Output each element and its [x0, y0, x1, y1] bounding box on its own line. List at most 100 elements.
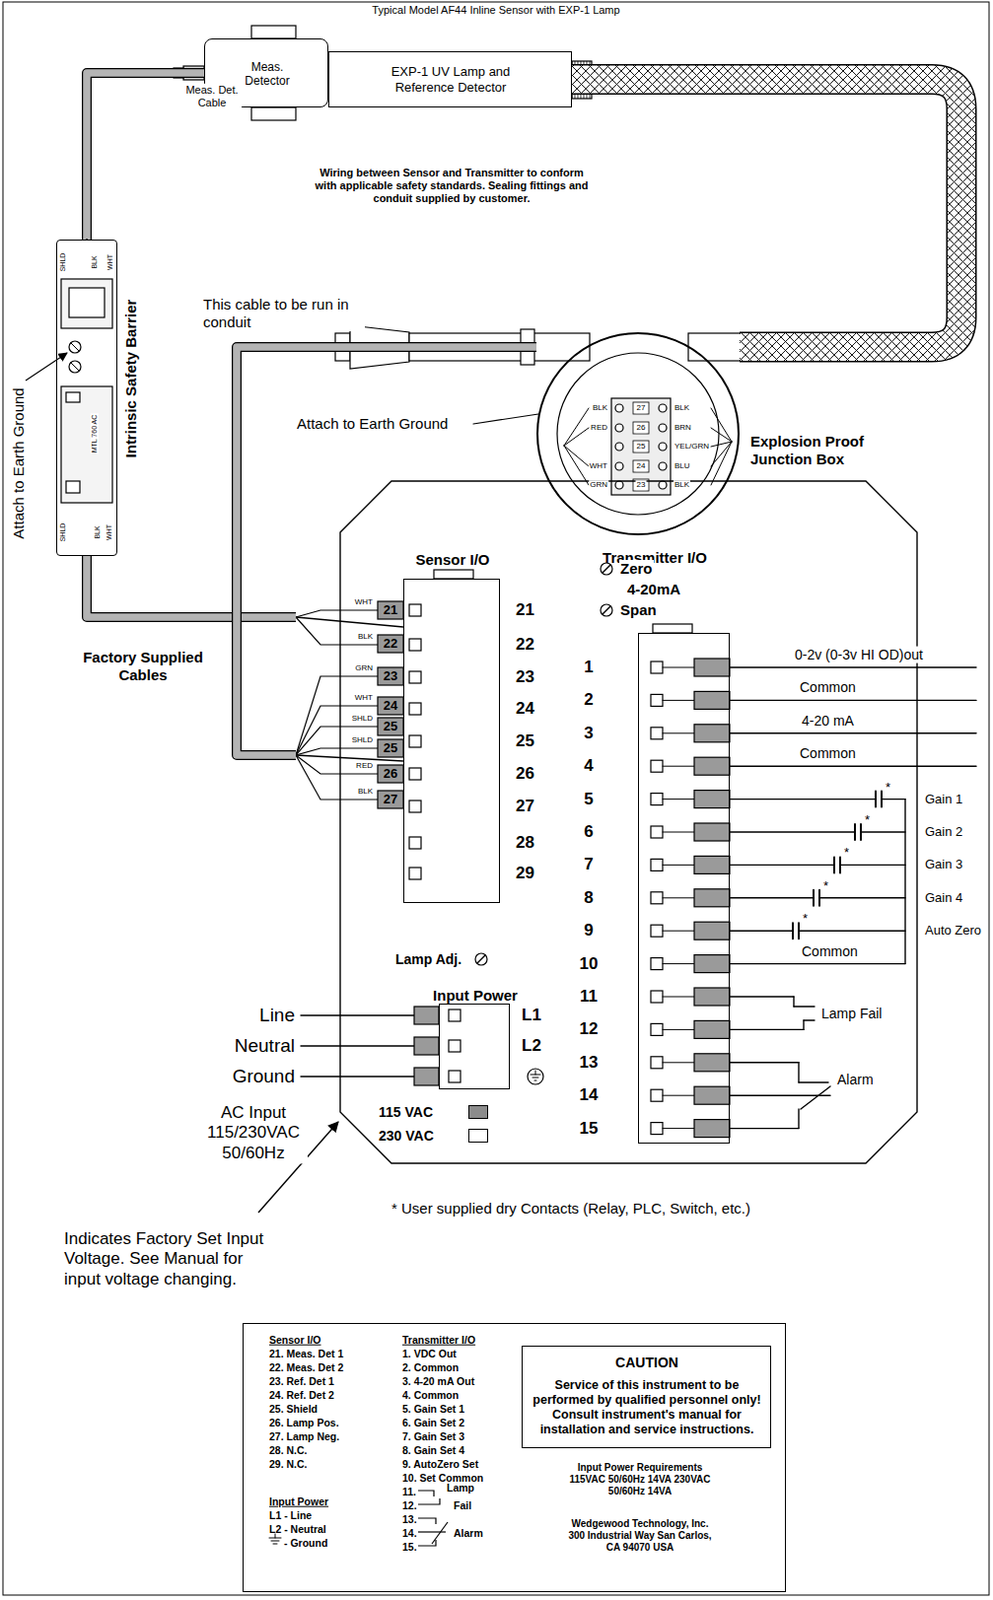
label: Neutral	[233, 1035, 296, 1059]
node-text: 2. Common	[401, 1361, 460, 1375]
signal-wire	[729, 864, 835, 866]
signal-wire	[840, 864, 906, 866]
node-text: 5. Gain Set 1	[401, 1403, 466, 1417]
label: 25	[636, 441, 647, 452]
label: Indicates Factory Set Input Voltage. See…	[63, 1229, 276, 1290]
pin-socket	[650, 892, 663, 905]
label: 4-20mA	[626, 580, 682, 599]
pin	[662, 700, 695, 702]
label: 14	[578, 1085, 600, 1106]
terminal	[694, 658, 730, 677]
label: Gain 2	[923, 824, 964, 841]
terminal	[694, 955, 730, 974]
label: WHT	[354, 597, 374, 608]
pin	[662, 798, 695, 800]
label: Lamp Adj.	[394, 951, 463, 969]
label: 23	[636, 480, 647, 491]
terminal-screw	[615, 424, 624, 432]
label: 23	[514, 667, 536, 688]
pin	[662, 766, 695, 768]
label: Wiring between Sensor and Transmitter to…	[308, 166, 595, 207]
label: 25	[382, 718, 399, 735]
label: 0-2v (0-3v HI OD)out	[793, 646, 924, 664]
node-text: 28. N.C.	[268, 1444, 309, 1458]
node-text: 25. Shield	[268, 1403, 319, 1417]
pin-socket	[448, 1070, 461, 1083]
terminal	[694, 1020, 730, 1039]
ground-symbol	[273, 1544, 278, 1546]
junction-box: Explosion Proof Junction Box	[536, 332, 740, 536]
terminal	[377, 739, 404, 758]
relay-contact	[798, 1081, 829, 1083]
terminal	[414, 1006, 439, 1025]
label: WHT	[106, 253, 115, 272]
pin-socket	[409, 735, 422, 748]
terminal	[694, 889, 730, 908]
power-wire	[300, 1075, 415, 1077]
terminal	[694, 1086, 730, 1105]
label: 28	[514, 833, 536, 853]
pin-socket	[409, 638, 422, 651]
screw-slot	[70, 362, 79, 371]
label: 27	[514, 796, 536, 817]
label: 6	[582, 822, 594, 843]
ground-symbol	[271, 1541, 280, 1543]
terminal	[694, 1120, 730, 1138]
pin	[662, 1029, 695, 1031]
label: 26	[382, 766, 399, 782]
node-text: 8. Gain Set 4	[401, 1444, 466, 1458]
label: 1	[582, 657, 594, 678]
ground-screw	[69, 360, 81, 373]
terminal	[694, 790, 730, 809]
legend-text: 230 VAC	[377, 1128, 435, 1145]
terminal	[377, 601, 404, 620]
signal-wire	[729, 897, 814, 899]
pin	[662, 1128, 695, 1130]
label: 4	[582, 756, 594, 777]
terminal-screw	[658, 424, 667, 432]
node-text: Wedgewood Technology, Inc. 300 Industria…	[561, 1518, 719, 1555]
label: L1	[520, 1005, 543, 1026]
label: *	[843, 846, 851, 862]
cable-wire	[295, 748, 378, 756]
terminal	[414, 1067, 439, 1086]
dry-contact	[833, 856, 836, 873]
label: AC Input 115/230VAC 50/60Hz	[199, 1103, 308, 1164]
cable-outline	[86, 556, 296, 618]
adjust-pot	[600, 604, 613, 617]
cable-run	[236, 347, 537, 762]
jb-wire	[564, 427, 589, 446]
signal-wire	[729, 666, 977, 668]
label: 4-20 mA	[800, 711, 855, 729]
barrier-terminal	[66, 481, 80, 494]
node-text: 6. Gain Set 2	[401, 1417, 466, 1430]
label: Line	[258, 1004, 296, 1028]
node-text: 26. Lamp Pos.	[268, 1417, 341, 1430]
label: BRN	[673, 423, 693, 433]
node-text: 9. AutoZero Set	[401, 1458, 480, 1472]
label: 22	[382, 636, 399, 652]
label: 8	[582, 888, 594, 909]
label: *	[863, 812, 871, 829]
terminal-screw	[615, 442, 624, 451]
node-text: L1 - Line	[268, 1509, 313, 1523]
label: 26	[636, 423, 647, 433]
label: 2	[582, 690, 594, 710]
cable	[236, 347, 537, 756]
pin-socket	[650, 991, 663, 1003]
label: WHT	[105, 523, 114, 542]
label: 22	[514, 635, 536, 655]
jb-wire	[710, 427, 732, 442]
relay-wire	[729, 1128, 799, 1130]
relay-wire	[729, 1029, 804, 1031]
node-text: - Ground	[283, 1537, 329, 1551]
label: Gain 3	[923, 857, 964, 874]
cable-run	[86, 556, 404, 628]
pin-socket	[650, 694, 663, 707]
label: 26	[514, 764, 536, 784]
relay-contact	[803, 1019, 815, 1021]
terminal-screw	[658, 442, 667, 451]
node-heading: Transmitter I/O	[601, 549, 709, 568]
